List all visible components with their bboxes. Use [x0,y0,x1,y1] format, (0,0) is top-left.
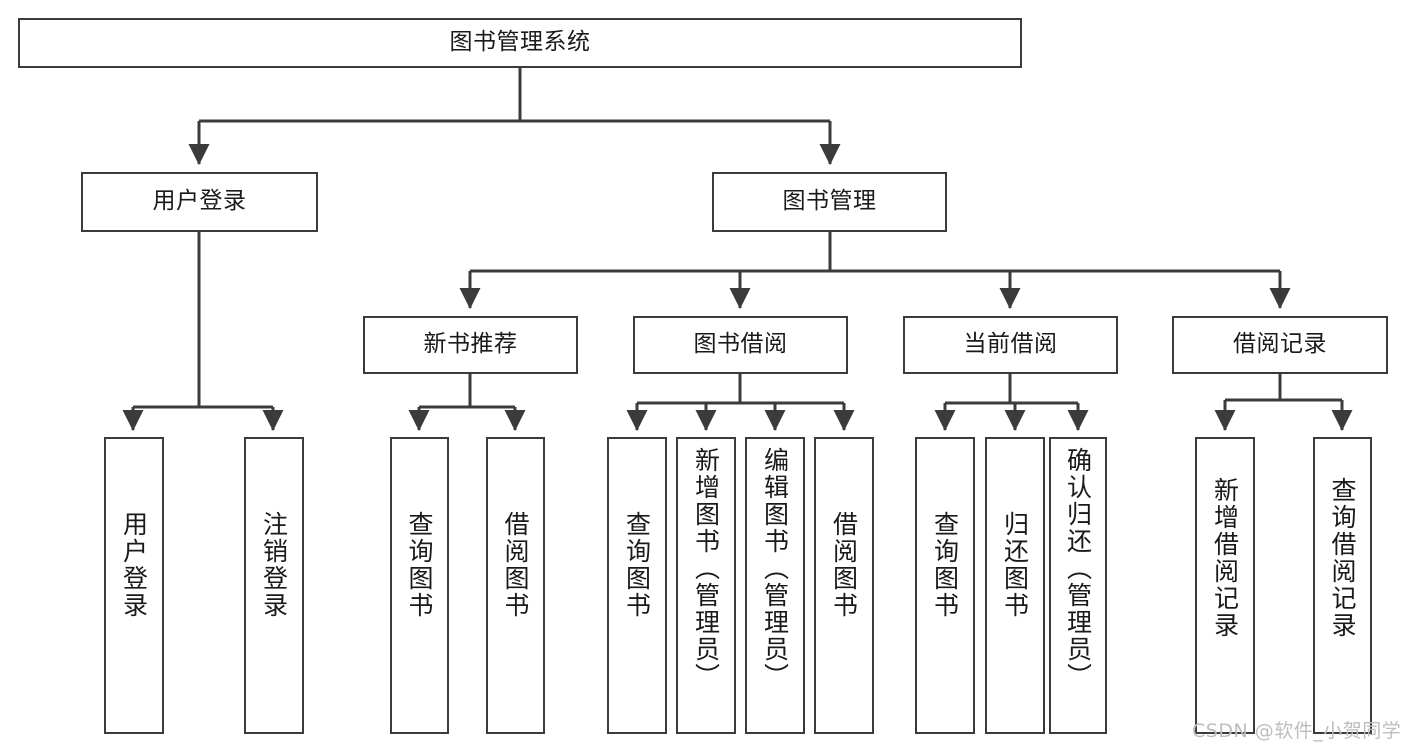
node-leaf-query-book-rec-label: 查询图书 [405,511,434,619]
node-leaf-query-book-rec[interactable]: 查询图书 [390,437,449,734]
node-leaf-user-login-label: 用户登录 [119,511,149,619]
node-borrow-record-label: 借阅记录 [1233,331,1327,358]
node-leaf-query-record[interactable]: 查询借阅记录 [1313,437,1372,734]
node-new-book-rec[interactable]: 新书推荐 [363,316,578,374]
node-leaf-add-record-label: 新增借阅记录 [1210,477,1240,639]
node-leaf-confirm-return[interactable]: 确认归还（管理员） [1049,437,1107,734]
node-book-manage-label: 图书管理 [782,188,877,215]
node-user-login[interactable]: 用户登录 [81,172,318,232]
node-leaf-user-login[interactable]: 用户登录 [104,437,164,734]
node-leaf-confirm-return-label: 确认归还（管理员） [1063,447,1093,690]
node-leaf-borrow-book-rec-label: 借阅图书 [501,511,530,619]
node-new-book-rec-label: 新书推荐 [423,331,518,358]
node-leaf-borrow-book-rec[interactable]: 借阅图书 [486,437,545,734]
csdn-watermark: CSDN @软件_小贺同学 [1192,720,1402,742]
node-leaf-edit-book-label: 编辑图书（管理员） [760,447,790,690]
node-leaf-borrow-book-label: 借阅图书 [829,511,859,619]
node-leaf-add-book[interactable]: 新增图书（管理员） [676,437,736,734]
node-leaf-borrow-book[interactable]: 借阅图书 [814,437,874,734]
node-leaf-query-book-current[interactable]: 查询图书 [915,437,975,734]
node-borrow-record[interactable]: 借阅记录 [1172,316,1388,374]
node-leaf-query-book-current-label: 查询图书 [930,511,960,619]
node-book-borrow[interactable]: 图书借阅 [633,316,848,374]
node-leaf-add-book-label: 新增图书（管理员） [691,447,721,690]
node-leaf-return-book-label: 归还图书 [1000,511,1030,619]
node-user-login-label: 用户登录 [152,188,247,215]
node-root-label: 图书管理系统 [449,29,591,56]
node-book-borrow-label: 图书借阅 [693,331,788,358]
node-leaf-query-book-borrow-label: 查询图书 [622,511,652,619]
node-root[interactable]: 图书管理系统 [18,18,1022,68]
node-leaf-query-book-borrow[interactable]: 查询图书 [607,437,667,734]
node-leaf-add-record[interactable]: 新增借阅记录 [1195,437,1255,734]
node-current-borrow-label: 当前借阅 [963,331,1058,358]
node-leaf-logout[interactable]: 注销登录 [244,437,304,734]
node-leaf-logout-label: 注销登录 [259,511,289,619]
node-current-borrow[interactable]: 当前借阅 [903,316,1118,374]
node-leaf-query-record-label: 查询借阅记录 [1328,477,1357,639]
node-leaf-edit-book[interactable]: 编辑图书（管理员） [745,437,805,734]
node-book-manage[interactable]: 图书管理 [712,172,947,232]
node-leaf-return-book[interactable]: 归还图书 [985,437,1045,734]
